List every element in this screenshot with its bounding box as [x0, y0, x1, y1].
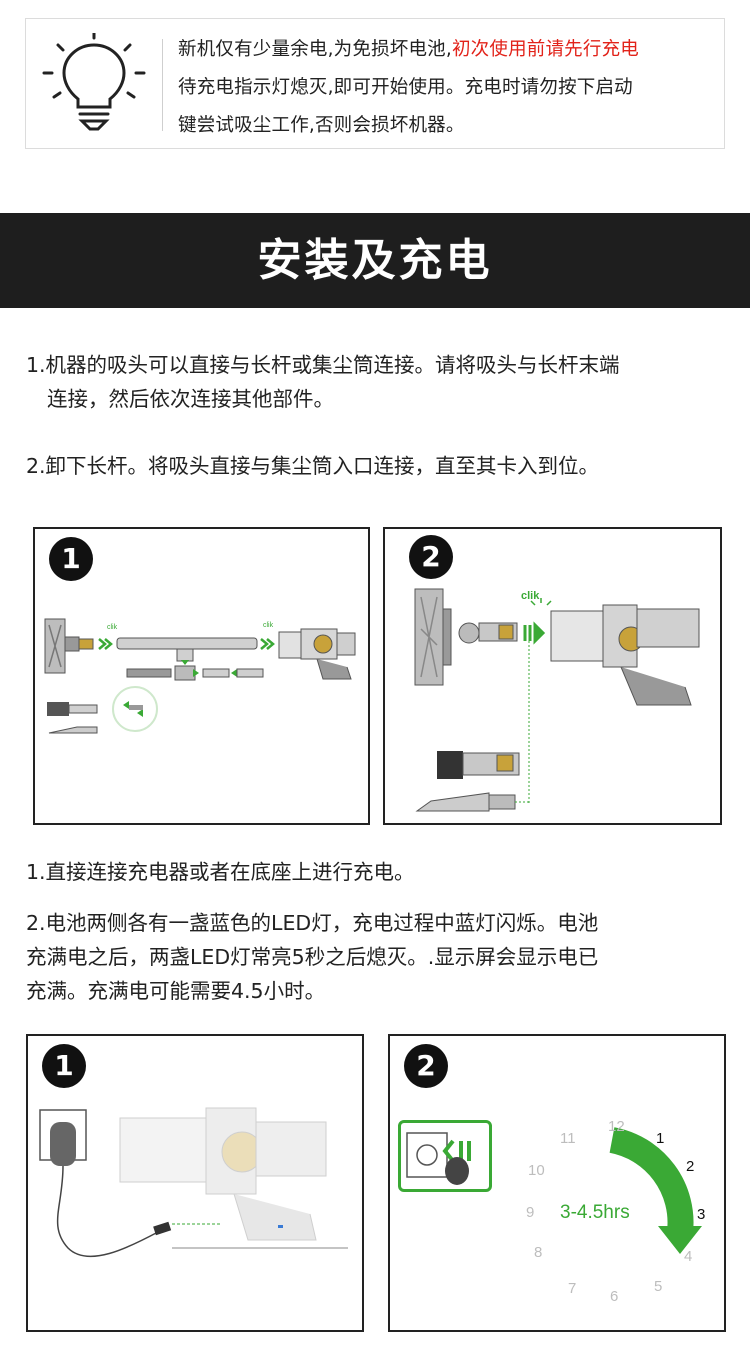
assembly-diagram-2: 2 clik — [383, 527, 722, 825]
dock-icon — [398, 1120, 492, 1192]
notice-line3: 键尝试吸尘工作,否则会损坏机器。 — [178, 115, 465, 136]
clock-8: 8 — [534, 1244, 543, 1261]
charge-step-2-line1: 2.电池两侧各有一盏蓝色的LED灯，充电过程中蓝灯闪烁。电池 — [26, 911, 599, 935]
clock-7: 7 — [568, 1280, 577, 1297]
notice-text: 新机仅有少量余电,为免损坏电池,初次使用前请先行充电 待充电指示灯熄灭,即可开始… — [178, 31, 723, 145]
charge-step-2: 2.电池两侧各有一盏蓝色的LED灯，充电过程中蓝灯闪烁。电池 充满电之后，两盏L… — [26, 906, 726, 1008]
clock-12: 12 — [608, 1118, 625, 1135]
clock-11: 11 — [560, 1130, 576, 1147]
clik-label: clik — [107, 624, 118, 631]
clock-5: 5 — [654, 1278, 663, 1295]
lightbulb-icon — [40, 33, 148, 137]
notice-box: 新机仅有少量余电,为免损坏电池,初次使用前请先行充电 待充电指示灯熄灭,即可开始… — [25, 18, 725, 149]
svg-text:clik: clik — [263, 622, 274, 629]
charge-step-2-line2: 充满电之后，两盏LED灯常亮5秒之后熄灭。.显示屏会显示电已 — [26, 945, 599, 969]
step-badge-1: 1 — [49, 537, 93, 581]
clock-4: 4 — [684, 1248, 693, 1265]
clock-2: 2 — [686, 1158, 695, 1175]
step-badge-4: 2 — [404, 1044, 448, 1088]
clock-6: 6 — [610, 1288, 619, 1305]
charge-duration: 3-4.5hrs — [560, 1202, 630, 1223]
clock-3: 3 — [697, 1206, 706, 1223]
install-step-2: 2.卸下长杆。将吸头直接与集尘筒入口连接，直至其卡入到位。 — [26, 454, 600, 478]
install-step-1-line1: 1.机器的吸头可以直接与长杆或集尘筒连接。请将吸头与长杆末端 — [26, 353, 620, 377]
clock-1: 1 — [656, 1130, 665, 1147]
notice-warning: 初次使用前请先行充电 — [451, 39, 639, 60]
clock-10: 10 — [528, 1162, 545, 1179]
step-badge-3: 1 — [42, 1044, 86, 1088]
assembly-diagram-1: 1 clik clik — [33, 527, 370, 825]
step-badge-2: 2 — [409, 535, 453, 579]
divider — [162, 39, 163, 131]
charge-step-1: 1.直接连接充电器或者在底座上进行充电。 — [26, 860, 415, 884]
install-step-1: 1.机器的吸头可以直接与长杆或集尘筒连接。请将吸头与长杆末端 连接，然后依次连接… — [26, 348, 726, 416]
charging-diagram-2: 2 12 1 2 3 4 5 6 7 8 9 10 11 3-4.5hrs — [388, 1034, 726, 1332]
install-step-1-line2: 连接，然后依次连接其他部件。 — [47, 387, 334, 411]
notice-line2: 待充电指示灯熄灭,即可开始使用。充电时请勿按下启动 — [178, 77, 633, 98]
section-title: 安装及充电 — [0, 213, 750, 308]
notice-line1: 新机仅有少量余电,为免损坏电池, — [178, 39, 452, 60]
svg-text:clik: clik — [521, 590, 540, 602]
charging-diagram-1: 1 — [26, 1034, 364, 1332]
charge-step-2-line3: 充满。充满电可能需要4.5小时。 — [26, 979, 326, 1003]
clock-9: 9 — [526, 1204, 535, 1221]
